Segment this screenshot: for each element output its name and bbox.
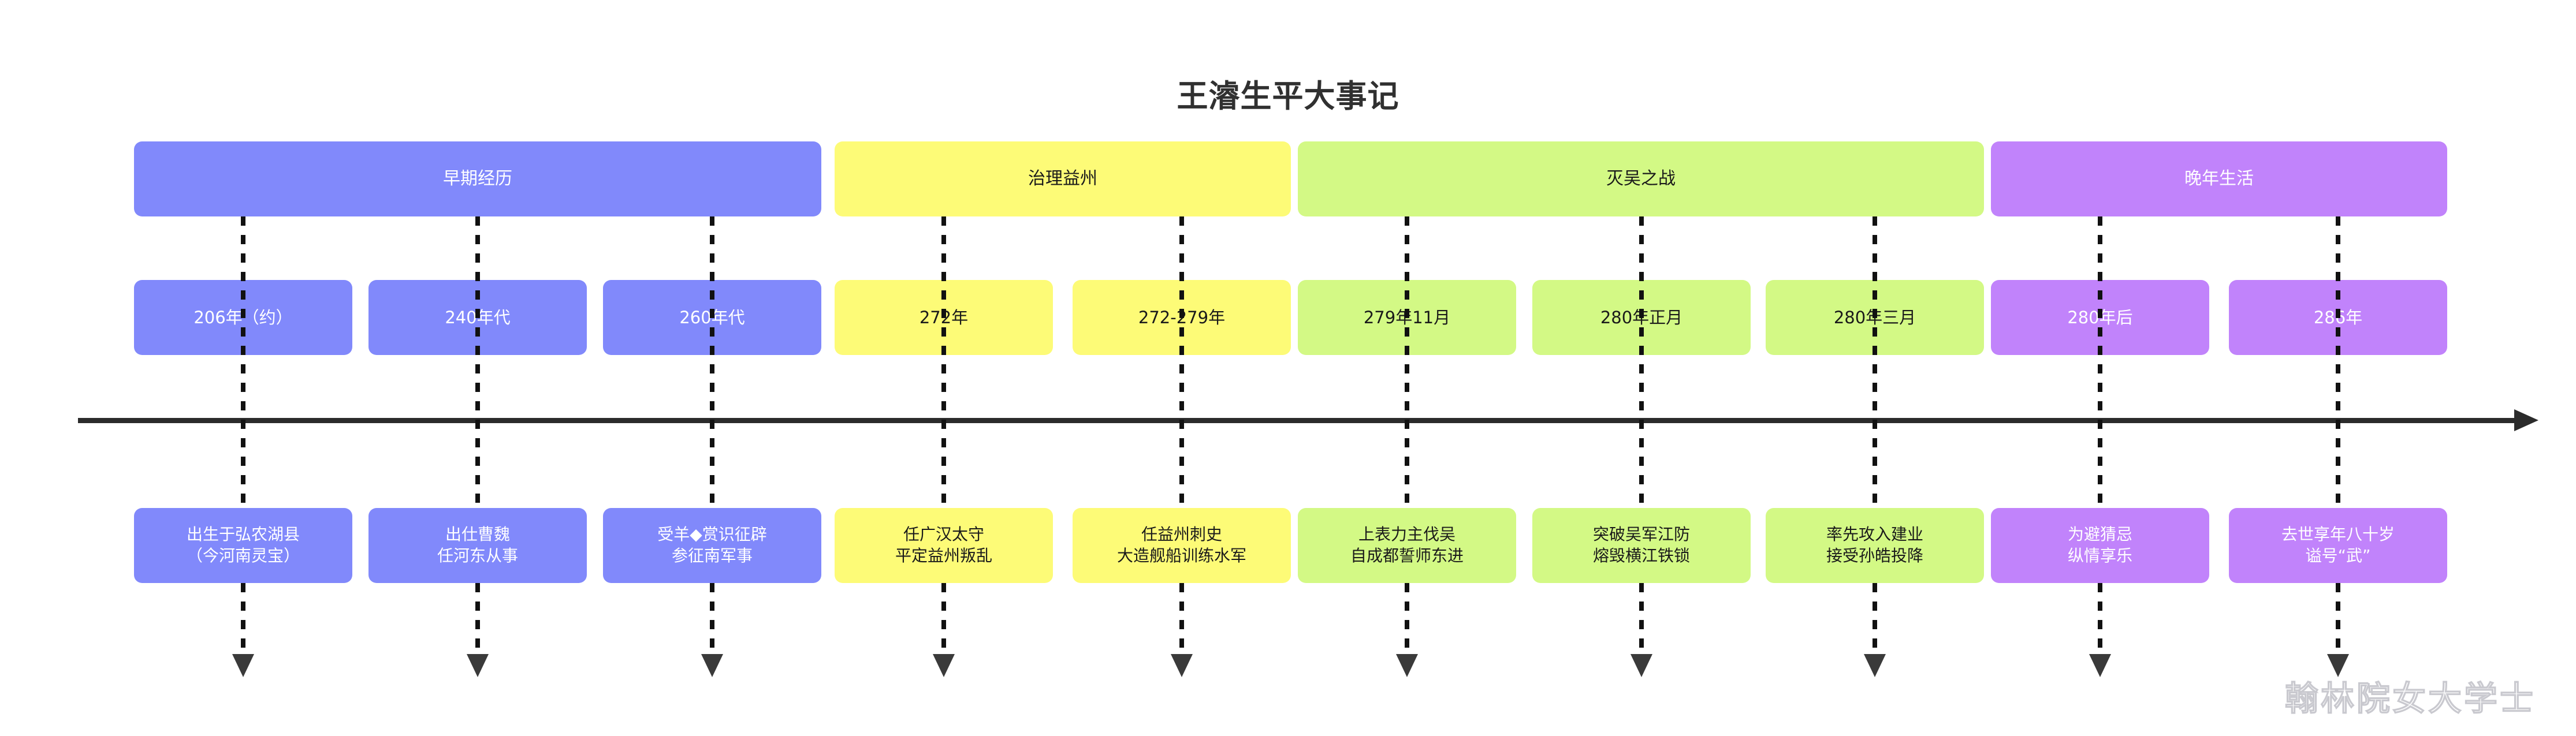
- connector-line: [1873, 216, 1877, 420]
- phase-band: 晚年生活: [1991, 141, 2447, 216]
- event-card: 受羊◆赏识征辟 参征南军事: [603, 508, 821, 583]
- connector-line: [2098, 420, 2102, 508]
- connector-line: [475, 583, 480, 657]
- connector-line: [941, 420, 946, 508]
- connector-line: [2336, 420, 2340, 508]
- event-card: 任益州刺史 大造舰船训练水军: [1073, 508, 1291, 583]
- connector-line: [1639, 420, 1644, 508]
- connector-line: [1873, 583, 1877, 657]
- connector-arrow-down-icon: [1631, 654, 1652, 677]
- axis-line: [78, 418, 2518, 423]
- connector-arrow-down-icon: [1171, 654, 1193, 677]
- connector-arrow-down-icon: [933, 654, 955, 677]
- connector-line: [1179, 583, 1184, 657]
- connector-arrow-down-icon: [2327, 654, 2349, 677]
- connector-arrow-down-icon: [2089, 654, 2111, 677]
- connector-arrow-down-icon: [232, 654, 254, 677]
- connector-line: [1639, 216, 1644, 420]
- connector-line: [475, 420, 480, 508]
- connector-arrow-down-icon: [1396, 654, 1418, 677]
- connector-line: [941, 216, 946, 420]
- event-card: 突破吴军江防 熔毁横江铁锁: [1532, 508, 1751, 583]
- event-card: 为避猜忌 纵情享乐: [1991, 508, 2209, 583]
- connector-line: [241, 420, 245, 508]
- event-card: 率先攻入建业 接受孙皓投降: [1766, 508, 1984, 583]
- connector-arrow-down-icon: [701, 654, 723, 677]
- connector-line: [1179, 420, 1184, 508]
- axis-arrow-right-icon: [2514, 409, 2538, 431]
- connector-arrow-down-icon: [1864, 654, 1886, 677]
- connector-line: [1873, 420, 1877, 508]
- event-card: 上表力主伐吴 自成都誓师东进: [1298, 508, 1516, 583]
- connector-line: [710, 216, 714, 420]
- connector-line: [710, 420, 714, 508]
- connector-line: [1405, 583, 1409, 657]
- event-card: 出生于弘农湖县 （今河南灵宝）: [134, 508, 352, 583]
- timeline-axis: [78, 409, 2567, 431]
- connector-line: [2098, 583, 2102, 657]
- watermark: 翰林院女大学士: [2284, 678, 2536, 718]
- connector-line: [941, 583, 946, 657]
- connector-line: [2336, 583, 2340, 657]
- connector-line: [475, 216, 480, 420]
- connector-line: [241, 216, 245, 420]
- phase-band: 灭吴之战: [1298, 141, 1984, 216]
- connector-line: [1179, 216, 1184, 420]
- phase-band: 早期经历: [134, 141, 821, 216]
- connector-line: [710, 583, 714, 657]
- connector-line: [1405, 216, 1409, 420]
- connector-line: [1639, 583, 1644, 657]
- connector-line: [1405, 420, 1409, 508]
- event-card: 去世享年八十岁 谥号“武”: [2229, 508, 2447, 583]
- connector-line: [2098, 216, 2102, 420]
- event-card: 出仕曹魏 任河东从事: [368, 508, 587, 583]
- event-card: 任广汉太守 平定益州叛乱: [835, 508, 1053, 583]
- page-title: 王濬生平大事记: [1177, 78, 1399, 114]
- connector-line: [241, 583, 245, 657]
- connector-line: [2336, 216, 2340, 420]
- connector-arrow-down-icon: [467, 654, 489, 677]
- phase-band: 治理益州: [835, 141, 1291, 216]
